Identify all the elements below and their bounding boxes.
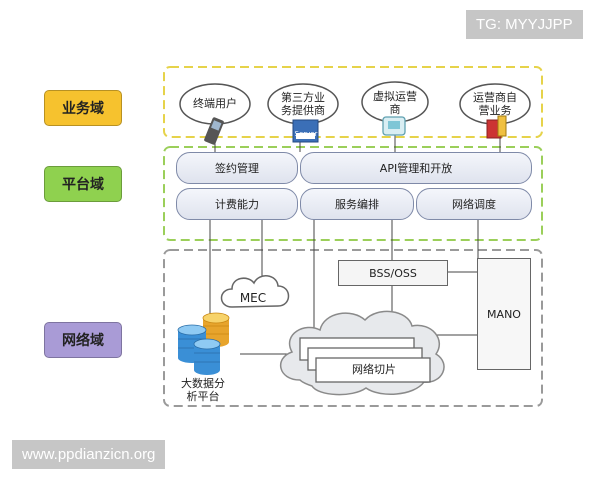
operator-icon: [382, 116, 406, 136]
phone-icon: [204, 117, 224, 145]
domain-label-network: 网络域: [44, 322, 122, 358]
business-item-operator-owned: 运营商自 营业务: [473, 91, 517, 118]
server-caption: Server: [294, 130, 318, 138]
mano-box: MANO: [477, 258, 531, 370]
bss-oss-box: BSS/OSS: [338, 260, 448, 286]
api-management: API管理和开放: [300, 152, 532, 184]
business-domain-frame: [163, 66, 543, 138]
mec-cloud: [220, 275, 290, 308]
server-icon: [292, 119, 319, 143]
network-domain-frame: [163, 249, 543, 407]
big-data-platform-label: 大数据分 析平台: [181, 377, 225, 404]
service-orchestration: 服务编排: [300, 188, 414, 220]
platform-domain-frame: [163, 146, 543, 241]
network-scheduling: 网络调度: [416, 188, 532, 220]
business-item-third-party: 第三方业 务提供商: [281, 91, 325, 118]
business-item-terminal-user: 终端用户: [193, 97, 237, 110]
mec-label: MEC: [239, 291, 267, 305]
billing-capability: 计费能力: [176, 188, 298, 220]
domain-label-platform: 平台域: [44, 166, 122, 202]
watermark-bottom: www.ppdianzicn.org: [12, 440, 166, 469]
network-slicing-label: 网络切片: [352, 363, 396, 376]
watermark-top: TG: MYYJJPP: [466, 10, 583, 39]
domain-label-business: 业务域: [44, 90, 122, 126]
database-icon: [177, 312, 230, 375]
business-item-virtual-operator: 虚拟运营 商: [373, 90, 417, 117]
signing-management: 签约管理: [176, 152, 298, 184]
business-icon: [486, 115, 507, 139]
